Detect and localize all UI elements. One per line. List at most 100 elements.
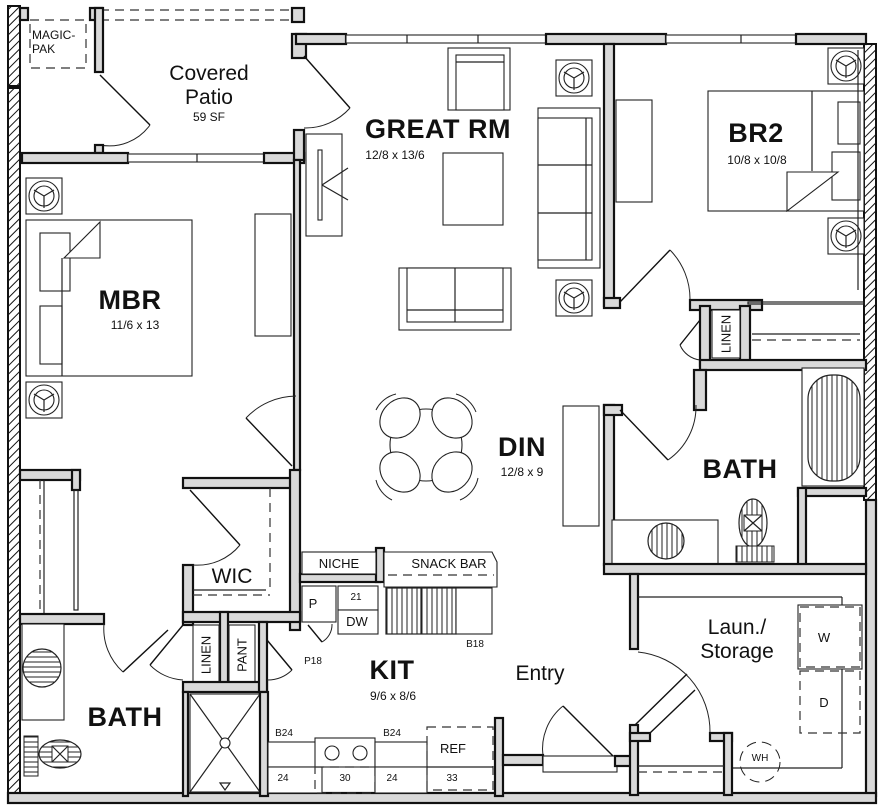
- media-console: [305, 133, 343, 237]
- br2-room: [602, 42, 865, 312]
- din-name: DIN: [498, 432, 546, 462]
- refrigerator: [426, 726, 494, 791]
- linen-br2-label: LINEN: [718, 314, 734, 354]
- entry-name: Entry: [515, 662, 565, 685]
- washer: [797, 604, 863, 670]
- mbr-window: [127, 153, 265, 163]
- kitchen: [267, 546, 545, 798]
- snack-bar: [383, 551, 498, 588]
- mbr-room: [25, 177, 297, 467]
- great-room-west: [292, 55, 351, 472]
- patio-storage-door[interactable]: [99, 74, 151, 126]
- water-heater: [739, 741, 781, 783]
- mbr-dresser: [254, 213, 292, 337]
- west-exterior-wall: [7, 87, 21, 797]
- coffee-table: [442, 152, 504, 226]
- mbr-closet: [18, 468, 106, 626]
- entry-door[interactable]: [562, 705, 614, 757]
- entry: [542, 705, 639, 773]
- laundry-name-line1: Laun./: [707, 616, 767, 639]
- magic-pak-outline: [29, 19, 87, 69]
- mbr-name: MBR: [98, 285, 162, 315]
- magic-pak-label: MAGIC- PAK: [32, 28, 101, 56]
- buffet: [562, 405, 600, 527]
- east-exterior-wall: [863, 43, 877, 501]
- wic-area: [149, 468, 302, 694]
- pantry-label: PANT: [234, 638, 250, 672]
- water-heater-label: WH: [751, 753, 769, 764]
- br2-closet-linen: [679, 304, 868, 372]
- dryer: [799, 670, 861, 734]
- br2-window: [665, 34, 797, 44]
- lamp-table-icon: [555, 279, 593, 317]
- covered-patio-area: 59 SF: [192, 110, 226, 124]
- pantry-cabinet: [301, 585, 337, 623]
- mbr-door[interactable]: [245, 417, 293, 467]
- b18-label: B18: [466, 639, 484, 650]
- master-bath-name: BATH: [87, 702, 163, 732]
- mbr-dims: 11/6 x 13: [110, 318, 160, 332]
- pantry-cabinet-label: P: [308, 596, 318, 611]
- patio-west-wall: [7, 5, 21, 87]
- niche: [301, 551, 377, 575]
- covered-patio-name-line1: Covered: [169, 62, 249, 85]
- laundry-room: [628, 572, 863, 797]
- br2-door[interactable]: [619, 249, 671, 303]
- washer-label: W: [817, 630, 831, 645]
- bath2-door[interactable]: [619, 409, 669, 461]
- nightstand-lamp-icon: [25, 381, 63, 419]
- kit-name: KIT: [369, 655, 415, 685]
- dishwasher-label: DW: [346, 614, 368, 629]
- niche-label: NICHE: [318, 556, 360, 571]
- br2-dresser: [615, 99, 653, 203]
- master-bath-door[interactable]: [122, 629, 169, 673]
- dining-table: [375, 393, 479, 501]
- bath2-name: BATH: [702, 454, 778, 484]
- nightstand-lamp-icon: [25, 177, 63, 215]
- cabinet-21-label: 21: [350, 592, 362, 603]
- br2-name: BR2: [728, 118, 784, 148]
- magic-pak-line2: PAK: [32, 42, 56, 56]
- dryer-label: D: [819, 695, 829, 710]
- br2-dims: 10/8 x 10/8: [727, 153, 787, 167]
- east-lower-wall: [864, 498, 878, 798]
- laundry-label: Laun./ Storage: [700, 616, 774, 664]
- range-30-label: 30: [339, 773, 351, 784]
- b24-right-label: B24: [383, 728, 401, 739]
- snack-bar-label: SNACK BAR: [411, 556, 487, 571]
- exterior-walls: [6, 5, 878, 805]
- great-room-dims: 12/8 x 13/6: [365, 148, 425, 162]
- lamp-table-icon: [555, 59, 593, 97]
- laundry-door[interactable]: [634, 673, 688, 726]
- b24-left-label: B24: [275, 728, 293, 739]
- refrigerator-label: REF: [440, 741, 466, 756]
- linen-closet-br2: [711, 309, 741, 359]
- south-exterior-wall: [6, 791, 878, 805]
- cab-24-right-label: 24: [386, 773, 398, 784]
- linen-master-label: LINEN: [198, 635, 214, 675]
- wic-name: WIC: [211, 565, 253, 588]
- cab-33-label: 33: [446, 773, 458, 784]
- laundry-name-line2: Storage: [700, 640, 774, 663]
- nightstand-lamp-icon: [827, 217, 865, 255]
- patio-divider-wall: [93, 6, 105, 74]
- covered-patio-label: Covered Patio 59 SF: [169, 62, 248, 124]
- p18-label: P18: [304, 656, 322, 667]
- wic-door[interactable]: [189, 489, 241, 546]
- cab-24-left-label: 24: [277, 773, 289, 784]
- bath2-room: [602, 367, 868, 576]
- great-room-name: GREAT RM: [365, 114, 511, 144]
- cabinet-21: [337, 585, 379, 611]
- dishwasher: [337, 609, 379, 635]
- toilet-icon: [23, 735, 82, 777]
- great-room-furniture: [398, 47, 601, 331]
- magic-pak-line1: MAGIC-: [32, 28, 76, 42]
- toilet-icon: [735, 498, 775, 563]
- covered-patio-name-line2: Patio: [185, 86, 233, 109]
- great-room-window: [345, 34, 547, 44]
- north-walls: [20, 32, 868, 165]
- great-room-patio-door[interactable]: [303, 55, 351, 109]
- din-dims: 12/8 x 9: [500, 465, 544, 479]
- sink-icon: [22, 648, 62, 688]
